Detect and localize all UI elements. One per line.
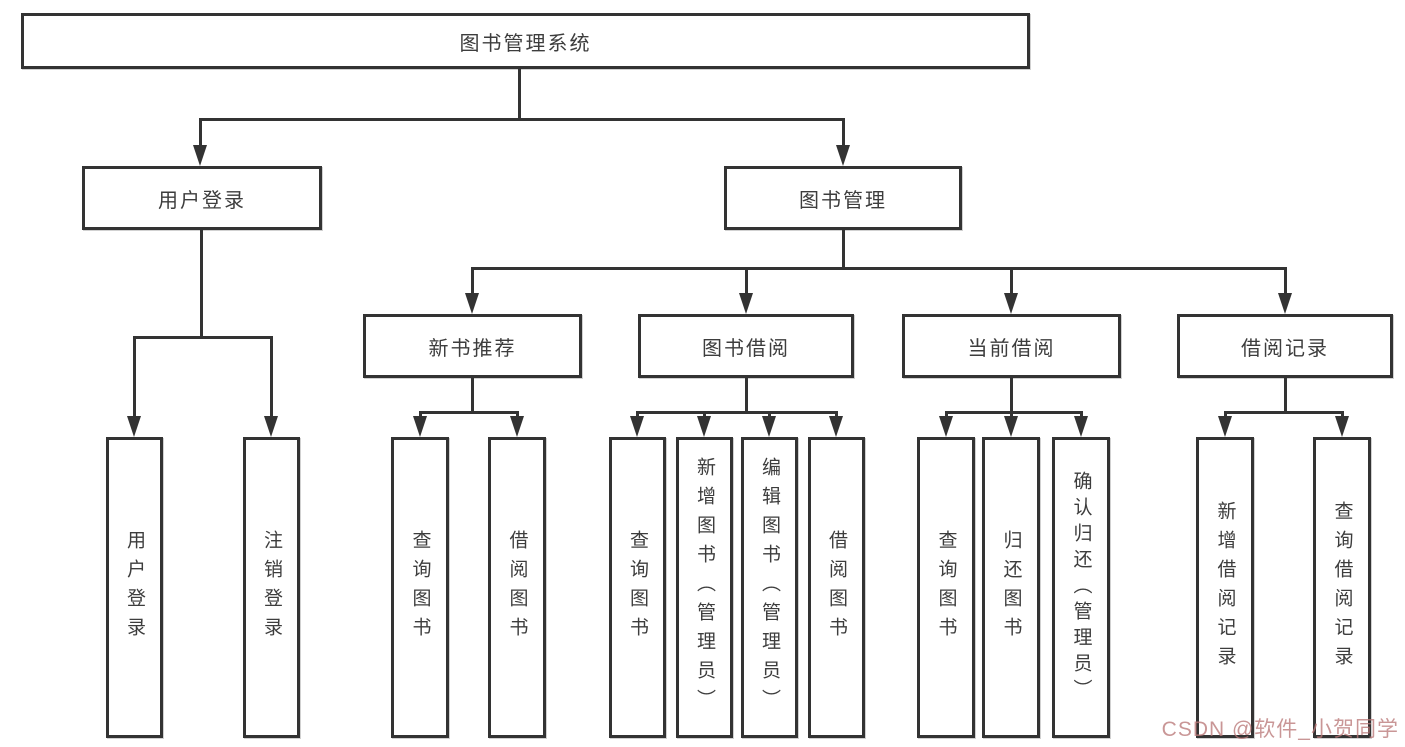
- edge-recommend-rail: [419, 411, 519, 414]
- leaf-add-borrow-record: 新增借阅记录: [1196, 437, 1254, 738]
- edge-current-rail: [945, 411, 1083, 414]
- edge-book-mgmt-rail: [471, 267, 1287, 270]
- edge-borrowing-stem: [745, 378, 748, 411]
- node-label: 新书推荐: [428, 337, 517, 360]
- arrow-down-icon: [1004, 416, 1018, 437]
- arrow-down-icon: [1218, 416, 1232, 437]
- node-label: 图书管理系统: [459, 32, 592, 55]
- arrow-down-icon: [193, 145, 207, 166]
- leaf-label: 查询图书: [409, 529, 431, 646]
- edge-records-stem: [1284, 378, 1287, 411]
- arrow-down-icon: [1335, 416, 1349, 437]
- arrow-down-icon: [836, 145, 850, 166]
- leaf-label: 用户登录: [124, 529, 145, 646]
- leaf-confirm-return-admin: 确认归还（管理员）: [1052, 437, 1110, 738]
- edge-leaf-stub: [270, 336, 273, 416]
- edge-leaf-stub: [1224, 411, 1227, 418]
- node-new-book-recommendation: 新书推荐: [363, 314, 582, 378]
- leaf-borrow-books: 借阅图书: [808, 437, 865, 738]
- arrow-down-icon: [127, 416, 141, 437]
- edge-book-mgmt-stub: [842, 118, 845, 146]
- arrow-down-icon: [939, 416, 953, 437]
- edge-l3-stub: [1284, 267, 1287, 295]
- edge-user-login-stem: [200, 230, 203, 336]
- edge-leaf-stub: [703, 411, 706, 418]
- leaf-return-books: 归还图书: [982, 437, 1040, 738]
- leaf-user-login: 用户登录: [106, 437, 163, 738]
- node-book-management: 图书管理: [724, 166, 962, 230]
- arrow-down-icon: [510, 416, 524, 437]
- node-label: 图书管理: [799, 189, 887, 212]
- leaf-edit-books-admin: 编辑图书（管理员）: [741, 437, 798, 738]
- arrow-down-icon: [1004, 293, 1018, 314]
- leaf-query-books: 查询图书: [917, 437, 975, 738]
- edge-root-stem: [518, 69, 521, 118]
- edge-l3-stub: [745, 267, 748, 295]
- node-current-borrowing: 当前借阅: [902, 314, 1121, 378]
- edge-leaf-stub: [1341, 411, 1344, 418]
- arrow-down-icon: [697, 416, 711, 437]
- arrow-down-icon: [829, 416, 843, 437]
- leaf-label: 借阅图书: [506, 529, 528, 646]
- leaf-label: 借阅图书: [826, 529, 847, 646]
- edge-current-stem: [1010, 378, 1013, 411]
- arrow-down-icon: [413, 416, 427, 437]
- node-book-borrowing: 图书借阅: [638, 314, 854, 378]
- edge-user-login-rail: [133, 336, 273, 339]
- leaf-label: 编辑图书（管理员）: [759, 457, 780, 718]
- edge-leaf-stub: [768, 411, 771, 418]
- csdn-watermark: CSDN @软件_小贺同学: [1161, 718, 1399, 741]
- node-library-management-system: 图书管理系统: [21, 13, 1030, 69]
- edge-l3-stub: [471, 267, 474, 295]
- edge-leaf-stub: [1010, 411, 1013, 418]
- arrow-down-icon: [739, 293, 753, 314]
- leaf-label: 新增借阅记录: [1214, 500, 1236, 675]
- edge-leaf-stub: [636, 411, 639, 418]
- arrow-down-icon: [465, 293, 479, 314]
- leaf-add-books-admin: 新增图书（管理员）: [676, 437, 733, 738]
- leaf-label: 归还图书: [1000, 529, 1022, 646]
- edge-recommend-stem: [471, 378, 474, 411]
- edge-l3-stub: [1010, 267, 1013, 295]
- arrow-down-icon: [762, 416, 776, 437]
- leaf-query-books: 查询图书: [391, 437, 449, 738]
- edge-leaf-stub: [419, 411, 422, 418]
- edge-leaf-stub: [133, 336, 136, 416]
- edge-borrowing-rail: [636, 411, 838, 414]
- edge-root-rail: [199, 118, 845, 121]
- arrow-down-icon: [1278, 293, 1292, 314]
- arrow-down-icon: [264, 416, 278, 437]
- node-user-login: 用户登录: [82, 166, 322, 230]
- leaf-label: 注销登录: [261, 529, 282, 646]
- node-label: 借阅记录: [1241, 337, 1329, 360]
- node-label: 当前借阅: [967, 337, 1056, 360]
- leaf-query-borrow-record: 查询借阅记录: [1313, 437, 1371, 738]
- edge-leaf-stub: [1080, 411, 1083, 418]
- leaf-label: 查询图书: [627, 529, 648, 646]
- edge-user-login-stub: [199, 118, 202, 146]
- leaf-label: 查询图书: [935, 529, 957, 646]
- edge-book-mgmt-stem: [842, 230, 845, 267]
- node-label: 图书借阅: [702, 337, 790, 360]
- leaf-logout: 注销登录: [243, 437, 300, 738]
- leaf-label: 确认归还（管理员）: [1070, 470, 1092, 705]
- arrow-down-icon: [630, 416, 644, 437]
- edge-leaf-stub: [945, 411, 948, 418]
- leaf-borrow-books: 借阅图书: [488, 437, 546, 738]
- leaf-label: 查询借阅记录: [1331, 500, 1353, 675]
- edge-leaf-stub: [516, 411, 519, 418]
- leaf-query-books: 查询图书: [609, 437, 666, 738]
- node-label: 用户登录: [158, 189, 246, 212]
- arrow-down-icon: [1074, 416, 1088, 437]
- edge-records-rail: [1224, 411, 1344, 414]
- leaf-label: 新增图书（管理员）: [694, 457, 715, 718]
- node-borrowing-records: 借阅记录: [1177, 314, 1393, 378]
- edge-leaf-stub: [835, 411, 838, 418]
